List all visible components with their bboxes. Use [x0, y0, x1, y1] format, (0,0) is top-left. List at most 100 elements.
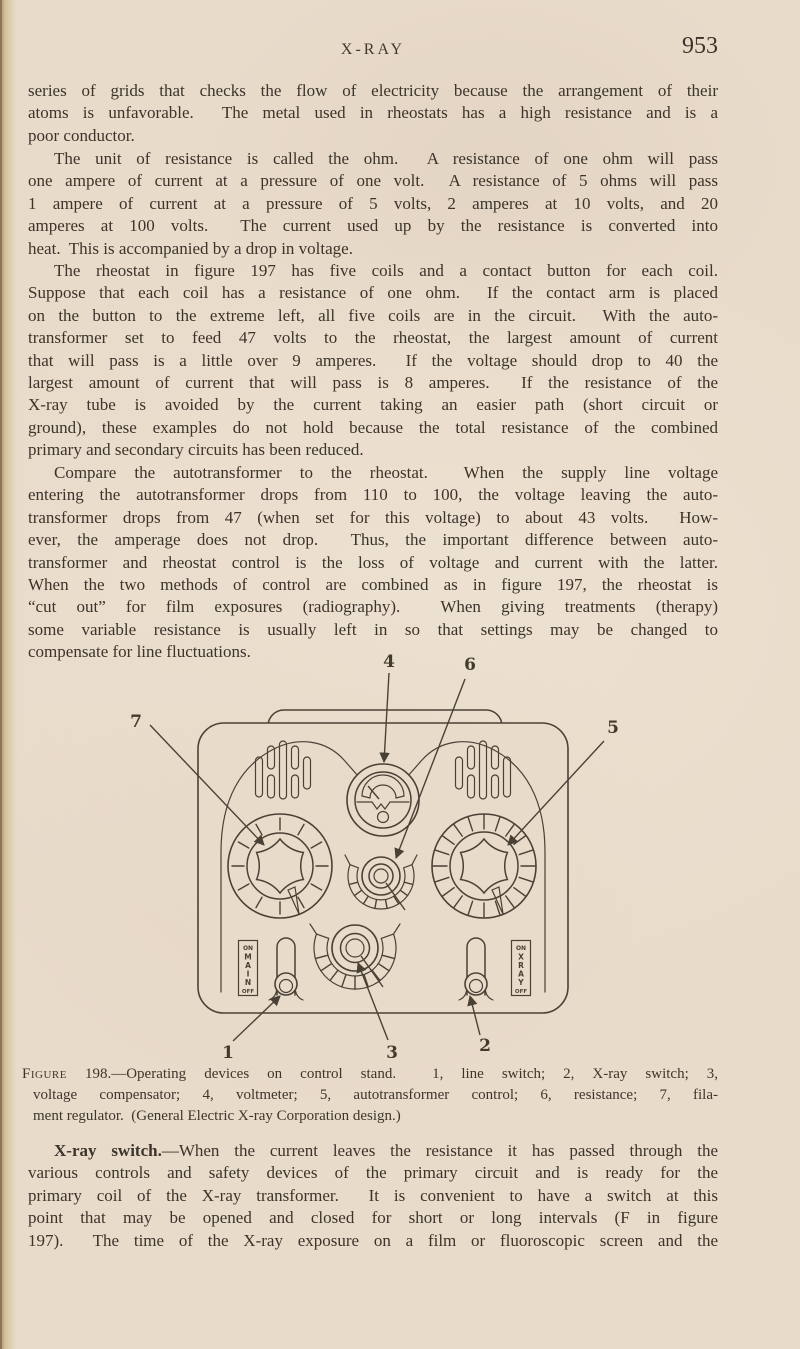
- knob-pointer: [360, 955, 384, 988]
- voltmeter-needle: [367, 785, 380, 800]
- leader-line-6: [394, 678, 466, 859]
- x-ray-switch: ON X R A Y OFF: [458, 937, 532, 1001]
- tick-mark: [384, 898, 388, 910]
- text-line: point that may be opened and closed for …: [28, 1208, 718, 1228]
- tick-mark: [513, 887, 526, 897]
- text-line: primary coil of the X-ray transformer. I…: [28, 1185, 718, 1205]
- band-flares: [309, 923, 401, 935]
- voltmeter-screw: [376, 810, 390, 824]
- text-line: transformer and rheostat control is the …: [28, 552, 718, 572]
- tick-mark: [310, 883, 323, 891]
- tick-mark: [494, 900, 501, 916]
- knob-outer: [331, 924, 379, 972]
- leader-line-5: [507, 740, 605, 846]
- text-line: ever, the amperage does not drop. Thus, …: [28, 530, 718, 550]
- tick-mark: [381, 954, 396, 960]
- knob-center: [373, 868, 389, 884]
- panel-molding-left: [220, 741, 362, 993]
- paragraph-4: Compare the autotransformer to the rheos…: [28, 462, 718, 664]
- switch-letter: X: [518, 953, 524, 962]
- knob-grip-star: [255, 837, 305, 895]
- text-line: primary and secondary circuits has been …: [28, 440, 364, 460]
- paragraph-3: The rheostat in figure 197 has five coil…: [28, 260, 718, 462]
- tick-mark: [518, 849, 534, 856]
- voltmeter-plate-line: [356, 801, 410, 810]
- tick-mark: [518, 876, 534, 883]
- switch-on-label: ON: [516, 945, 526, 952]
- switch-handle: [464, 972, 488, 996]
- tick-mark: [374, 898, 378, 910]
- tick-mark: [453, 895, 463, 908]
- text-line: Compare the autotransformer to the rheos…: [54, 463, 718, 482]
- tick-mark: [297, 823, 305, 836]
- text-line: “cut out” for film exposures (radiograph…: [28, 597, 718, 617]
- tick-mark: [505, 824, 515, 837]
- vent-grille-left: [254, 740, 312, 800]
- tick-mark: [341, 973, 347, 988]
- leader-line-4: [379, 672, 390, 764]
- voltmeter-scale-arc: [361, 774, 405, 797]
- figure-number-6: 6: [464, 655, 476, 675]
- tick-mark: [434, 876, 450, 883]
- text-line: entering the autotransformer drops from …: [28, 485, 718, 505]
- knob-scale-ticks: [348, 881, 414, 910]
- figure-number-7: 7: [130, 712, 142, 732]
- text-line: amperes at 100 volts. The current used u…: [28, 216, 718, 236]
- switch-letter: A: [518, 970, 524, 979]
- switch-label-plate: [237, 939, 259, 997]
- switch-slot: [466, 937, 486, 996]
- knob-pointer: [491, 886, 504, 915]
- tick-mark: [297, 896, 305, 909]
- band-flares: [344, 854, 418, 866]
- text-line: Suppose that each coil has a resistance …: [28, 283, 718, 303]
- knob-mid: [339, 932, 371, 964]
- knob-mid: [368, 863, 394, 889]
- tick-mark: [255, 823, 263, 836]
- tick-mark: [371, 969, 381, 982]
- switch-letter: I: [247, 970, 250, 979]
- text-line: The unit of resistance is called the ohm…: [54, 149, 718, 168]
- paragraph-5: X-ray switch.—When the current leaves th…: [28, 1140, 718, 1252]
- page-binding-edge: [0, 0, 17, 1349]
- switch-off-label: OFF: [515, 989, 527, 995]
- tick-mark: [237, 883, 250, 891]
- tick-mark: [310, 841, 323, 849]
- tick-mark: [353, 889, 363, 897]
- switch-letter: A: [245, 961, 251, 970]
- vent-grille-right: [454, 740, 512, 800]
- switch-letter: R: [518, 961, 524, 970]
- tick-mark: [467, 900, 474, 916]
- text-line: largest amount of current that will pass…: [28, 373, 718, 393]
- knob-tick-ring: [231, 817, 329, 915]
- text-line: poor conductor.: [28, 125, 135, 145]
- text-line: X-ray tube is avoided by the current tak…: [28, 395, 718, 415]
- caption-line: Figure 198.—Operating devices on control…: [22, 1064, 718, 1085]
- autotransformer-control-knob: [431, 813, 537, 919]
- knob-center: [345, 938, 365, 958]
- knob-tick-ring: [432, 814, 536, 918]
- tick-mark: [442, 835, 455, 845]
- tick-mark: [399, 889, 409, 897]
- leader-lines: [149, 672, 605, 1042]
- figure-number-4: 4: [383, 652, 395, 672]
- figure-number-2: 2: [479, 1036, 491, 1056]
- tick-mark: [434, 849, 450, 856]
- leader-line-1: [232, 995, 281, 1042]
- knob-base: [246, 832, 314, 900]
- leader-line-7: [149, 724, 265, 846]
- filament-regulator-knob: [227, 813, 333, 919]
- text-line: compensate for line fluctuations.: [28, 642, 251, 662]
- text-line: transformer set to feed 47 volts to the …: [28, 328, 718, 348]
- figure-number-1: 1: [222, 1043, 234, 1063]
- text-line: that will pass is a little over 9 ampere…: [28, 350, 718, 370]
- figure-number-3: 3: [386, 1043, 398, 1063]
- tick-mark: [377, 962, 390, 972]
- paragraph-2: The unit of resistance is called the ohm…: [28, 148, 718, 260]
- text-line: transformer drops from 47 (when set for …: [28, 507, 718, 527]
- text-line: When the two methods of control are comb…: [28, 575, 718, 595]
- knob-outer: [361, 856, 401, 896]
- tick-mark: [362, 895, 369, 905]
- tick-mark: [467, 816, 474, 832]
- figure-caption: Figure 198.—Operating devices on control…: [22, 1064, 718, 1127]
- switch-off-label: OFF: [242, 989, 254, 995]
